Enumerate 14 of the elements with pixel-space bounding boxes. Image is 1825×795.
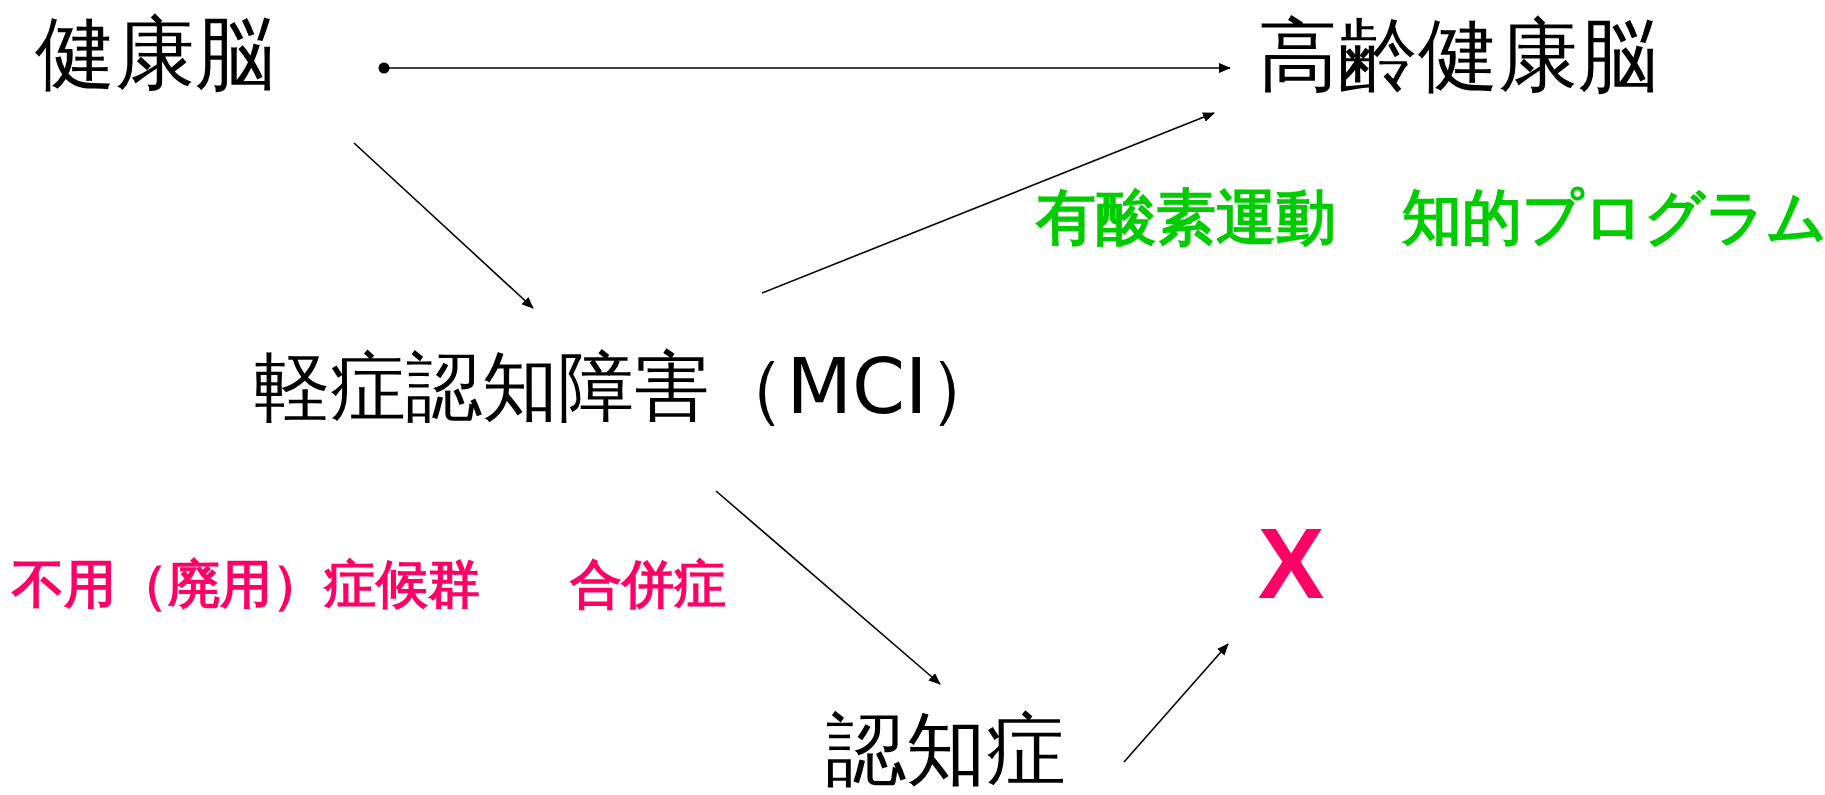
arrow <box>715 490 941 685</box>
annotation-text: 有酸素運動 <box>1036 181 1336 254</box>
node-label: 健康脳 <box>35 14 275 94</box>
node-label: 軽症認知障害（MCI） <box>254 349 1004 425</box>
annotation-text: 合併症 <box>570 553 726 616</box>
arrow <box>761 112 1215 294</box>
node-label: 高齢健康脳 <box>1258 16 1658 96</box>
node-label: X <box>1257 513 1325 613</box>
annotation-text: 知的プログラム <box>1402 181 1825 254</box>
node-label: 認知症 <box>826 710 1066 790</box>
arrow <box>353 142 534 309</box>
annotation-text: 不用（廃用）症候群 <box>12 553 480 616</box>
arrow <box>378 62 1231 74</box>
arrow <box>1123 643 1229 763</box>
